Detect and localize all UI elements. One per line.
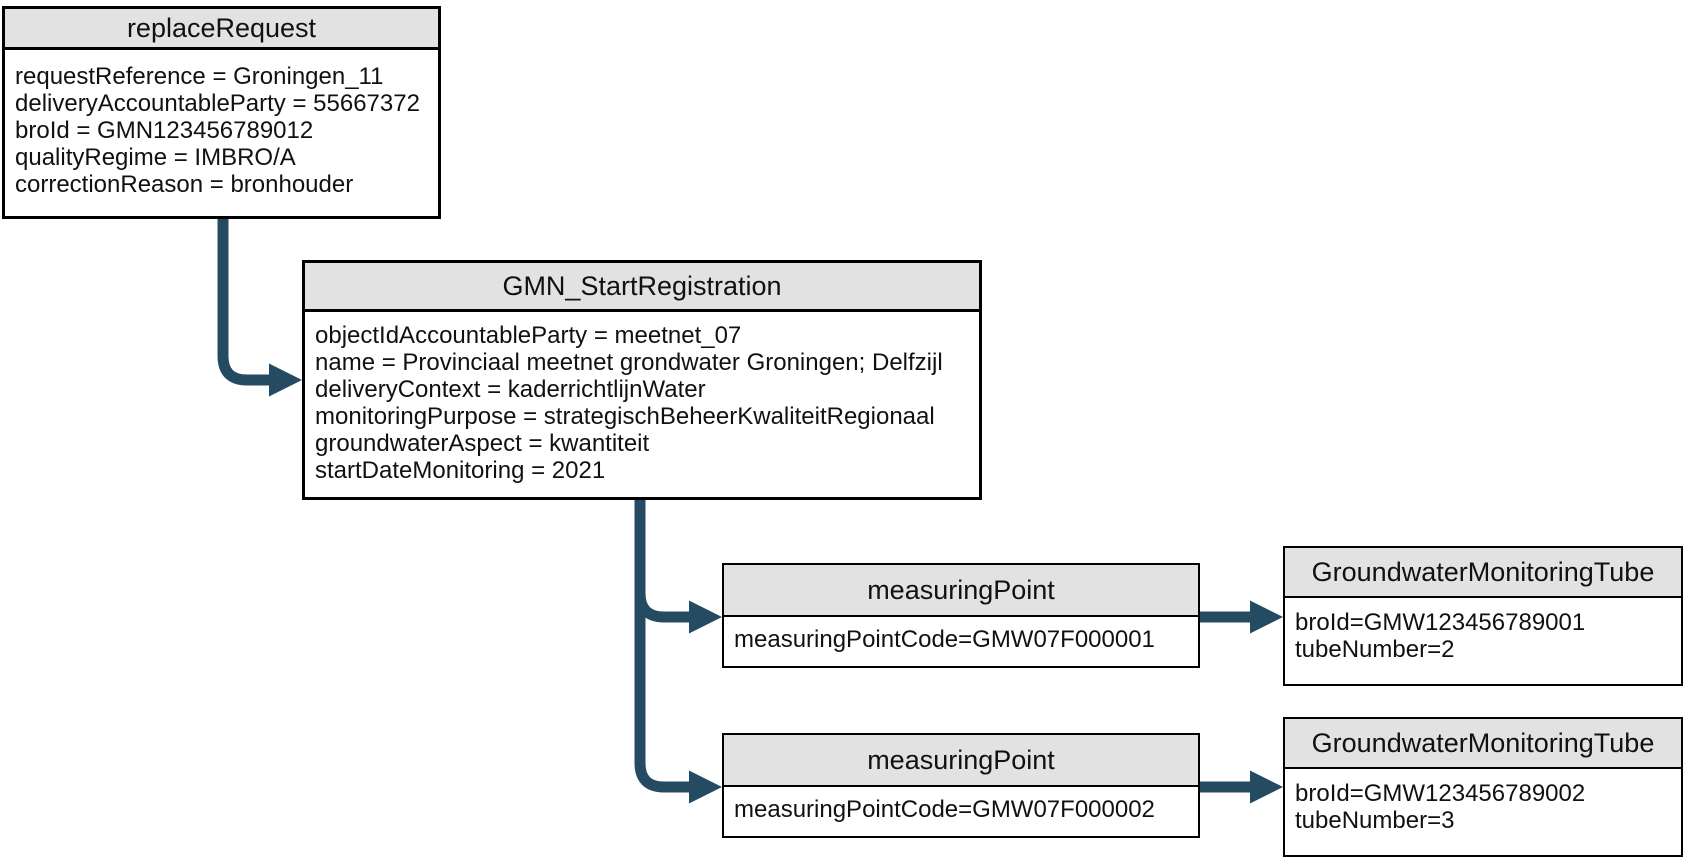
node-attribute: groundwaterAspect = kwantiteit xyxy=(315,430,650,457)
node-measuring-point-2: measuringPoint measuringPointCode=GMW07F… xyxy=(722,733,1200,838)
node-title: GroundwaterMonitoringTube xyxy=(1285,548,1681,598)
node-attribute: broId=GMW123456789002 xyxy=(1295,780,1586,807)
node-attribute: monitoringPurpose = strategischBeheerKwa… xyxy=(315,403,935,430)
node-attributes: requestReference = Groningen_11 delivery… xyxy=(5,50,438,198)
node-attribute: objectIdAccountableParty = meetnet_07 xyxy=(315,322,742,349)
node-attributes: measuringPointCode=GMW07F000001 xyxy=(724,617,1198,653)
node-attribute: requestReference = Groningen_11 xyxy=(15,63,384,90)
node-attribute: broId=GMW123456789001 xyxy=(1295,609,1586,636)
node-groundwater-monitoring-tube-2: GroundwaterMonitoringTube broId=GMW12345… xyxy=(1283,717,1683,857)
node-attribute: measuringPointCode=GMW07F000002 xyxy=(734,796,1155,823)
node-replace-request: replaceRequest requestReference = Gronin… xyxy=(2,6,441,219)
edge-gmn-to-measuringpoint-2 xyxy=(634,500,722,804)
node-attribute: tubeNumber=3 xyxy=(1295,807,1455,834)
node-attribute: qualityRegime = IMBRO/A xyxy=(15,144,296,171)
node-title: GMN_StartRegistration xyxy=(305,263,979,312)
edge-replacerequest-to-gmn xyxy=(217,219,302,397)
node-title: measuringPoint xyxy=(724,565,1198,617)
node-attributes: broId=GMW123456789001 tubeNumber=2 xyxy=(1285,598,1681,663)
node-attribute: deliveryAccountableParty = 55667372 xyxy=(15,90,420,117)
node-measuring-point-1: measuringPoint measuringPointCode=GMW07F… xyxy=(722,563,1200,668)
node-attributes: measuringPointCode=GMW07F000002 xyxy=(724,787,1198,823)
node-title: measuringPoint xyxy=(724,735,1198,787)
node-attribute: broId = GMN123456789012 xyxy=(15,117,314,144)
node-attributes: broId=GMW123456789002 tubeNumber=3 xyxy=(1285,769,1681,834)
node-attribute: startDateMonitoring = 2021 xyxy=(315,457,606,484)
node-groundwater-monitoring-tube-1: GroundwaterMonitoringTube broId=GMW12345… xyxy=(1283,546,1683,686)
node-gmn-start-registration: GMN_StartRegistration objectIdAccountabl… xyxy=(302,260,982,500)
node-attribute: name = Provinciaal meetnet grondwater Gr… xyxy=(315,349,943,376)
edge-gmn-to-measuringpoint-1 xyxy=(634,500,722,634)
node-title: GroundwaterMonitoringTube xyxy=(1285,719,1681,769)
node-title: replaceRequest xyxy=(5,9,438,50)
node-attribute: measuringPointCode=GMW07F000001 xyxy=(734,626,1155,653)
node-attributes: objectIdAccountableParty = meetnet_07 na… xyxy=(305,312,979,484)
node-attribute: deliveryContext = kaderrichtlijnWater xyxy=(315,376,706,403)
node-attribute: correctionReason = bronhouder xyxy=(15,171,354,198)
node-attribute: tubeNumber=2 xyxy=(1295,636,1455,663)
